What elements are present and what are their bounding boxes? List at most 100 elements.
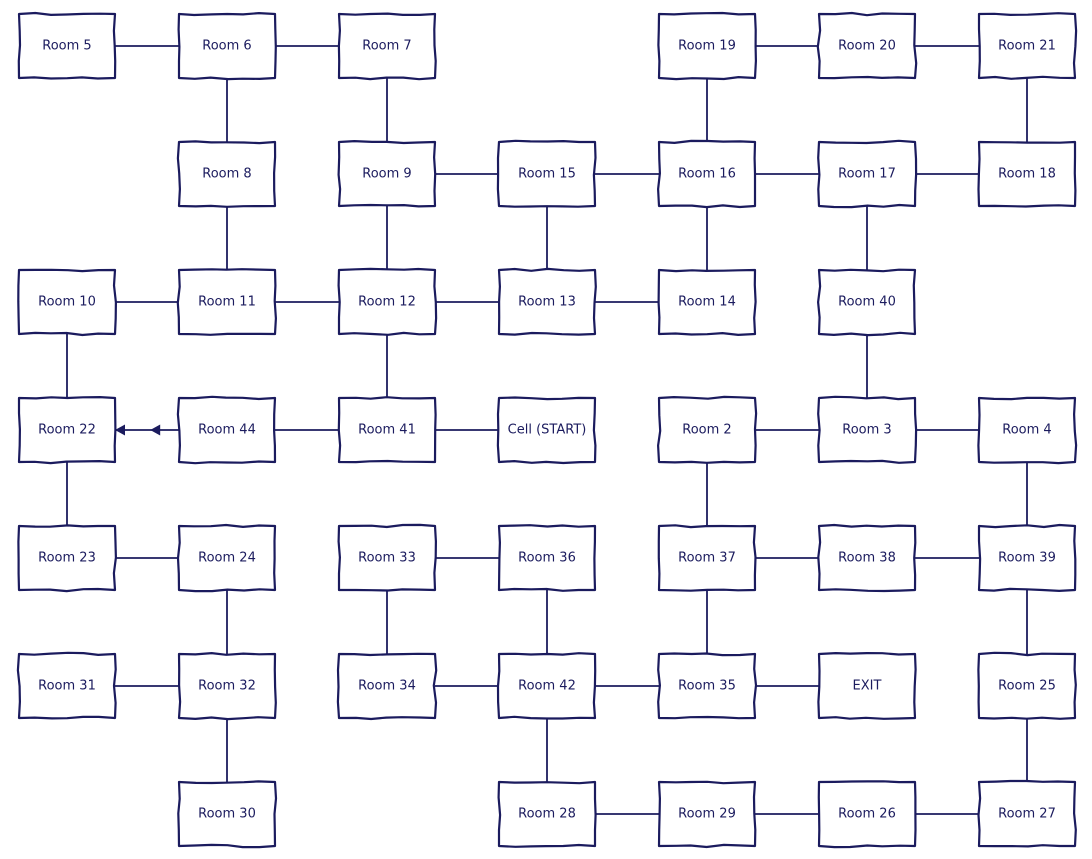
room-node-r31: Room 31 — [16, 651, 117, 720]
room-label: Room 28 — [518, 807, 576, 822]
room-box — [176, 395, 277, 465]
room-box — [657, 11, 757, 81]
room-box — [496, 396, 597, 465]
room-label: Room 11 — [198, 295, 256, 310]
room-label: Room 29 — [678, 807, 736, 822]
room-node-r42: Room 42 — [496, 652, 597, 720]
connections-layer — [66, 45, 1028, 815]
room-box — [817, 780, 917, 849]
room-box — [977, 396, 1078, 465]
room-box — [816, 11, 918, 80]
room-node-r16: Room 16 — [657, 139, 757, 209]
room-node-r29: Room 29 — [657, 780, 757, 849]
room-label: Room 38 — [838, 551, 896, 566]
room-label: Room 15 — [518, 167, 576, 182]
room-box — [177, 12, 277, 81]
room-node-r27: Room 27 — [977, 779, 1077, 848]
room-box — [337, 267, 438, 336]
room-label: Room 3 — [842, 423, 891, 438]
room-node-r21: Room 21 — [977, 12, 1078, 80]
room-box — [176, 140, 277, 208]
room-box — [177, 652, 277, 721]
room-box — [176, 523, 277, 593]
room-node-r37: Room 37 — [657, 524, 757, 592]
room-box — [657, 268, 757, 336]
room-node-r2: Room 2 — [657, 395, 758, 464]
room-node-r35: Room 35 — [657, 652, 758, 720]
rooms-layer: Room 5 Room 6 Room 7 Room 19 Room 20 Room 21 R… — [16, 11, 1078, 849]
room-node-exit: EXIT — [817, 652, 917, 720]
room-node-r20: Room 20 — [816, 11, 918, 80]
room-node-r13: Room 13 — [497, 267, 597, 336]
room-node-r26: Room 26 — [817, 780, 917, 849]
room-node-r10: Room 10 — [17, 268, 117, 337]
room-box — [977, 523, 1077, 592]
room-box — [17, 524, 117, 593]
room-box — [496, 652, 597, 720]
room-node-r3: Room 3 — [817, 395, 918, 464]
room-box — [657, 524, 757, 592]
room-node-r23: Room 23 — [17, 524, 117, 593]
room-node-r32: Room 32 — [177, 652, 277, 721]
room-node-r18: Room 18 — [977, 140, 1077, 208]
room-node-r41: Room 41 — [337, 396, 437, 464]
room-label: Room 23 — [38, 551, 96, 566]
room-node-r5: Room 5 — [17, 11, 117, 80]
room-node-cell: Cell (START) — [496, 396, 597, 465]
room-label: Room 14 — [678, 295, 736, 310]
room-node-r8: Room 8 — [176, 140, 277, 208]
room-box — [497, 780, 597, 848]
room-node-r33: Room 33 — [337, 523, 437, 592]
room-box — [496, 139, 597, 208]
room-box — [497, 524, 597, 592]
room-label: Room 32 — [198, 679, 256, 694]
room-node-r25: Room 25 — [977, 651, 1077, 720]
room-label: Room 4 — [1002, 423, 1051, 438]
room-label: Room 39 — [998, 551, 1056, 566]
room-label: Room 35 — [678, 679, 736, 694]
room-box — [817, 652, 917, 720]
room-label: Room 30 — [198, 807, 256, 822]
room-node-r36: Room 36 — [497, 524, 597, 592]
room-node-r11: Room 11 — [176, 268, 277, 336]
room-box — [817, 395, 918, 464]
room-box — [337, 12, 437, 81]
room-label: Room 18 — [998, 167, 1056, 182]
room-box — [337, 523, 437, 592]
room-label: Room 20 — [838, 39, 896, 54]
room-node-r9: Room 9 — [337, 140, 437, 208]
room-node-r6: Room 6 — [177, 12, 277, 81]
room-node-r44: Room 44 — [176, 395, 277, 465]
room-node-r40: Room 40 — [817, 268, 917, 337]
room-box — [977, 779, 1077, 848]
room-box — [977, 651, 1077, 720]
room-label: Room 44 — [198, 423, 256, 438]
room-label: Room 27 — [998, 807, 1056, 822]
room-label: Room 40 — [838, 295, 896, 310]
room-node-r28: Room 28 — [497, 780, 597, 848]
room-label: Room 13 — [518, 295, 576, 310]
room-box — [977, 12, 1078, 80]
room-box — [336, 652, 438, 721]
room-label: Room 42 — [518, 679, 576, 694]
room-node-r12: Room 12 — [337, 267, 438, 336]
room-node-r24: Room 24 — [176, 523, 277, 593]
room-label: Cell (START) — [508, 423, 587, 438]
room-node-r4: Room 4 — [977, 396, 1078, 465]
room-node-r34: Room 34 — [336, 652, 438, 721]
room-label: Room 7 — [362, 39, 411, 54]
room-label: Room 36 — [518, 551, 576, 566]
room-box — [657, 395, 758, 464]
room-label: Room 5 — [42, 39, 91, 54]
room-node-r14: Room 14 — [657, 268, 757, 336]
room-box — [497, 267, 597, 336]
room-label: Room 25 — [998, 679, 1056, 694]
room-label: Room 6 — [202, 39, 251, 54]
room-box — [17, 11, 117, 80]
room-node-r17: Room 17 — [817, 139, 918, 209]
room-box — [17, 268, 117, 337]
room-box — [657, 780, 757, 849]
room-label: Room 26 — [838, 807, 896, 822]
room-label: Room 19 — [678, 39, 736, 54]
arrowhead-1 — [115, 424, 125, 436]
